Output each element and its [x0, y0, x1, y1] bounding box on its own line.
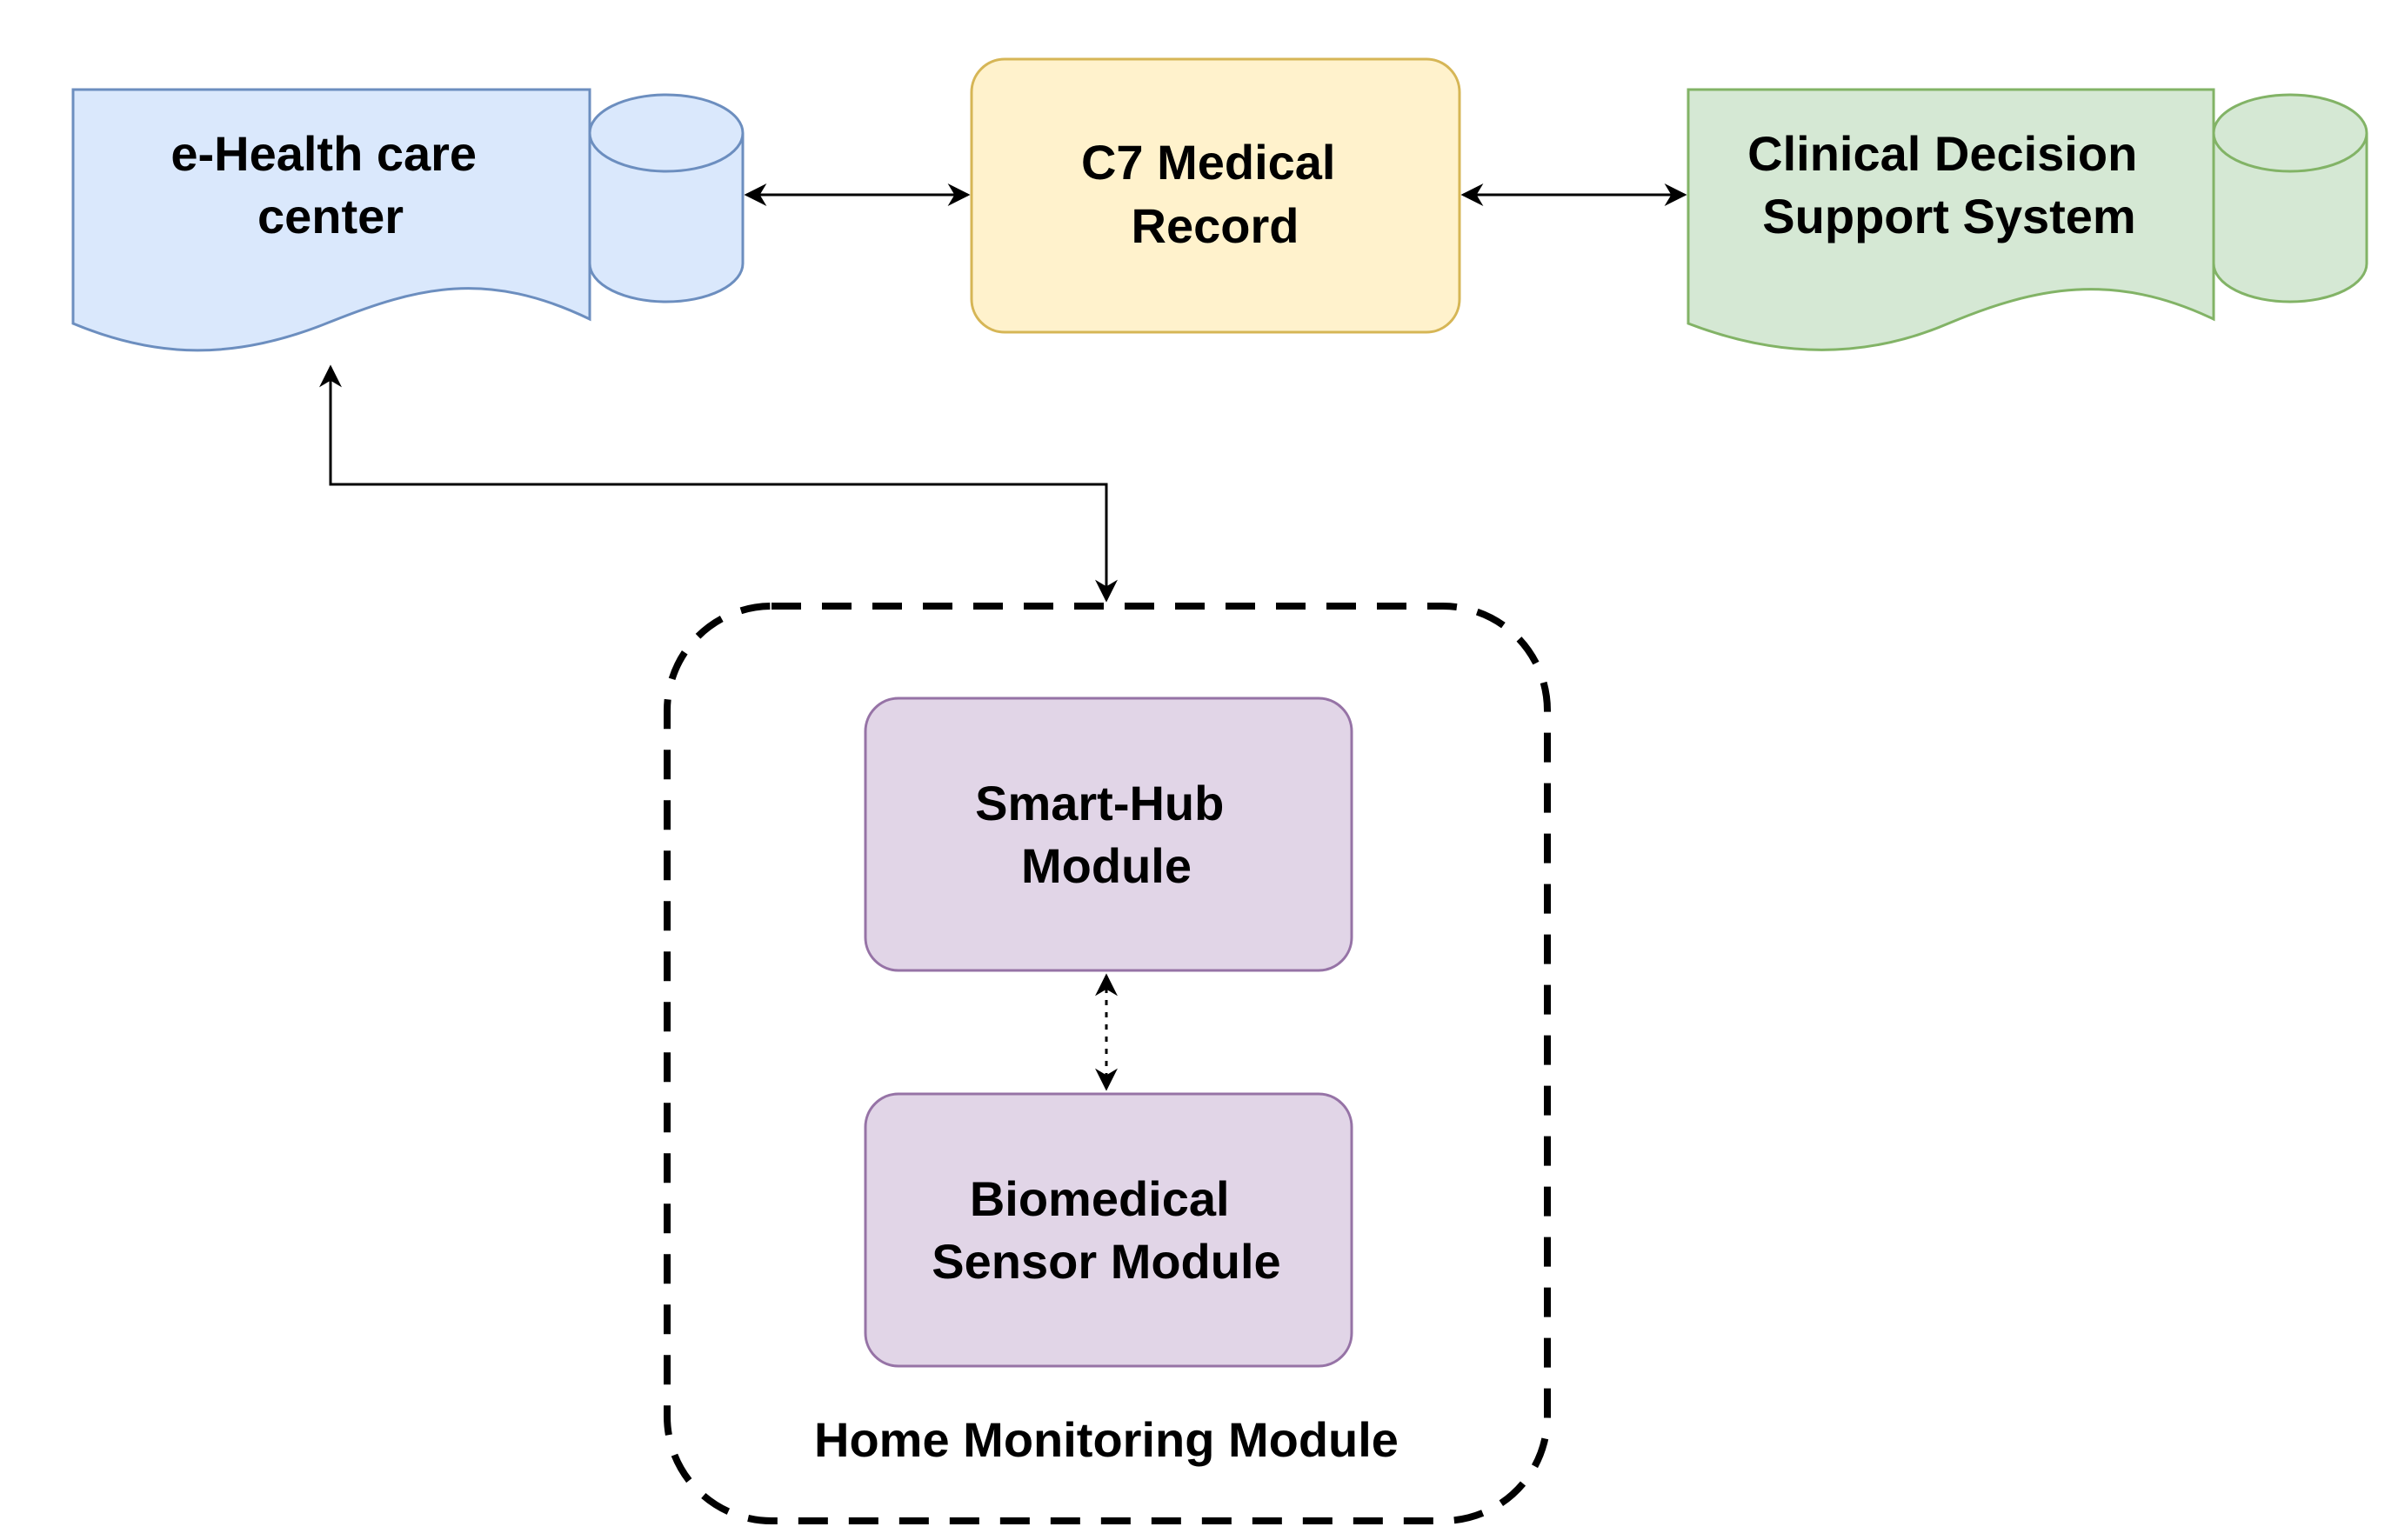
c7-box	[970, 57, 1461, 334]
database-icon	[588, 93, 745, 303]
home-monitoring-boundary	[664, 603, 1551, 1524]
ehealth-label: e-Health care center	[170, 126, 490, 243]
cdss-node[interactable]: Clinical Decision Support System	[1687, 88, 2368, 351]
c7-medical-record-node[interactable]: C7 Medical Record	[970, 57, 1461, 334]
smart-hub-box	[864, 697, 1353, 972]
ehealth-document-shape	[71, 88, 591, 352]
smart-hub-node[interactable]: Smart-Hub Module	[864, 697, 1353, 972]
home-monitoring-label: Home Monitoring Module	[814, 1412, 1399, 1467]
home-monitoring-group[interactable]: Home Monitoring Module	[664, 603, 1551, 1524]
cdss-document-shape	[1687, 88, 2215, 351]
smart-hub-label: Smart-Hub Module	[975, 776, 1238, 893]
database-icon	[2212, 93, 2368, 303]
biomedical-sensor-node[interactable]: Biomedical Sensor Module	[864, 1092, 1353, 1368]
edge-ehealth-home-monitoring	[319, 364, 1118, 603]
c7-label: C7 Medical Record	[1081, 135, 1349, 253]
ehealth-node[interactable]: e-Health care center	[71, 88, 745, 352]
biomedical-sensor-label: Biomedical Sensor Module	[932, 1171, 1280, 1289]
biomedical-sensor-box	[864, 1092, 1353, 1368]
cdss-label: Clinical Decision Support System	[1747, 126, 2151, 243]
